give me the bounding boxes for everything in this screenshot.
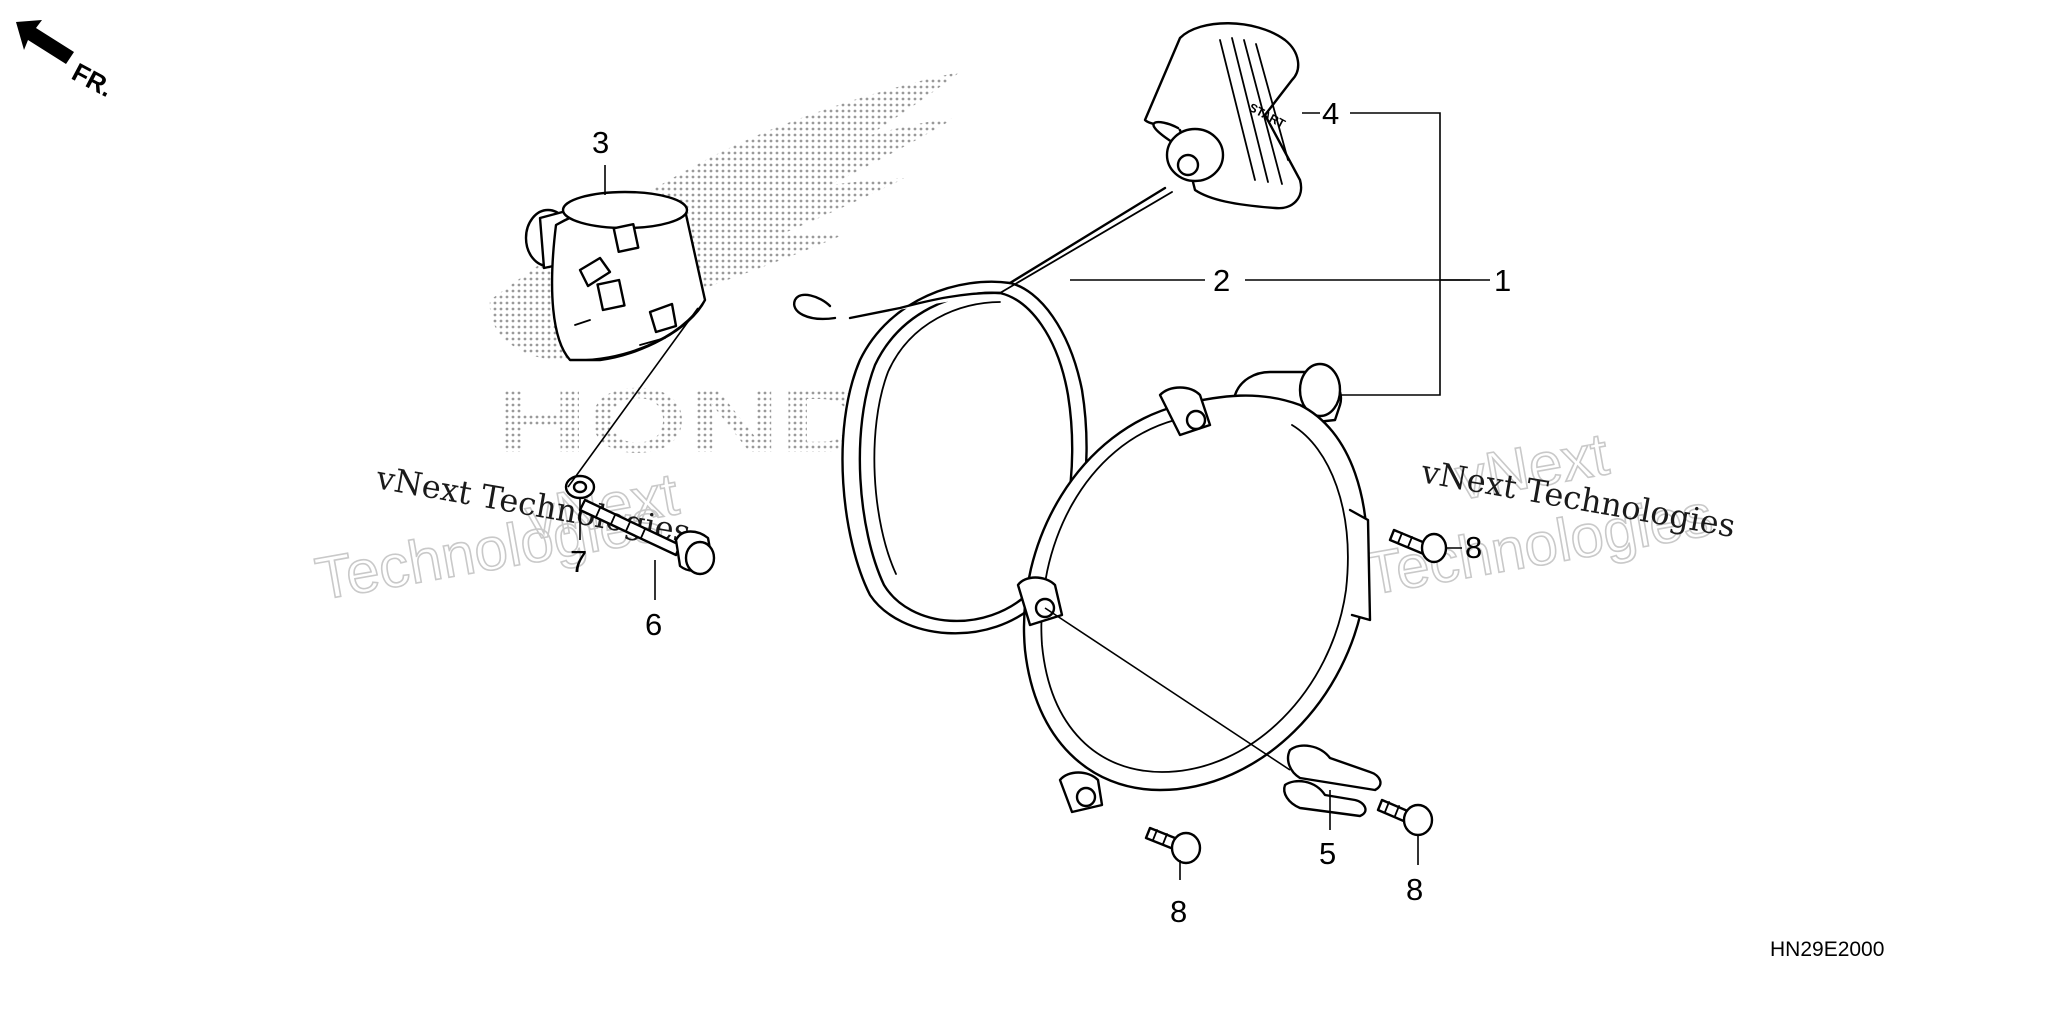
callout-1: 1 [1494,263,1511,298]
callout-5: 5 [1319,836,1336,871]
callout-8-right: 8 [1465,530,1482,565]
front-arrow-icon [16,20,74,64]
callouts: 3 4 2 1 7 6 8 5 8 8 [570,96,1511,929]
part-clamp [1283,744,1382,818]
part-starter-grip: START [1143,22,1303,210]
part-flange-bolt-8-clamp [1376,798,1434,837]
callout-2: 2 [1213,263,1230,298]
part-starter-housing [1016,362,1372,814]
callout-8-bottom: 8 [1170,894,1187,929]
front-direction-marker: FR. [16,20,118,103]
part-pulley-ratchet [524,190,707,362]
part-flange-bolt-8-bottom [1144,826,1202,865]
callout-7: 7 [570,544,587,579]
part-starter-rope [792,186,1173,635]
front-label: FR. [67,57,118,103]
diagram-code: HN29E2000 [1770,938,1884,961]
callout-8-clamp: 8 [1406,872,1423,907]
leader-lines [567,112,1490,880]
watermark-right: vNext Technologies vNext Technologies [1360,419,1738,608]
callout-3: 3 [592,125,609,160]
part-washer-7 [564,474,596,500]
callout-6: 6 [645,607,662,642]
callout-4: 4 [1322,96,1339,131]
part-flange-bolt-6 [578,498,716,576]
